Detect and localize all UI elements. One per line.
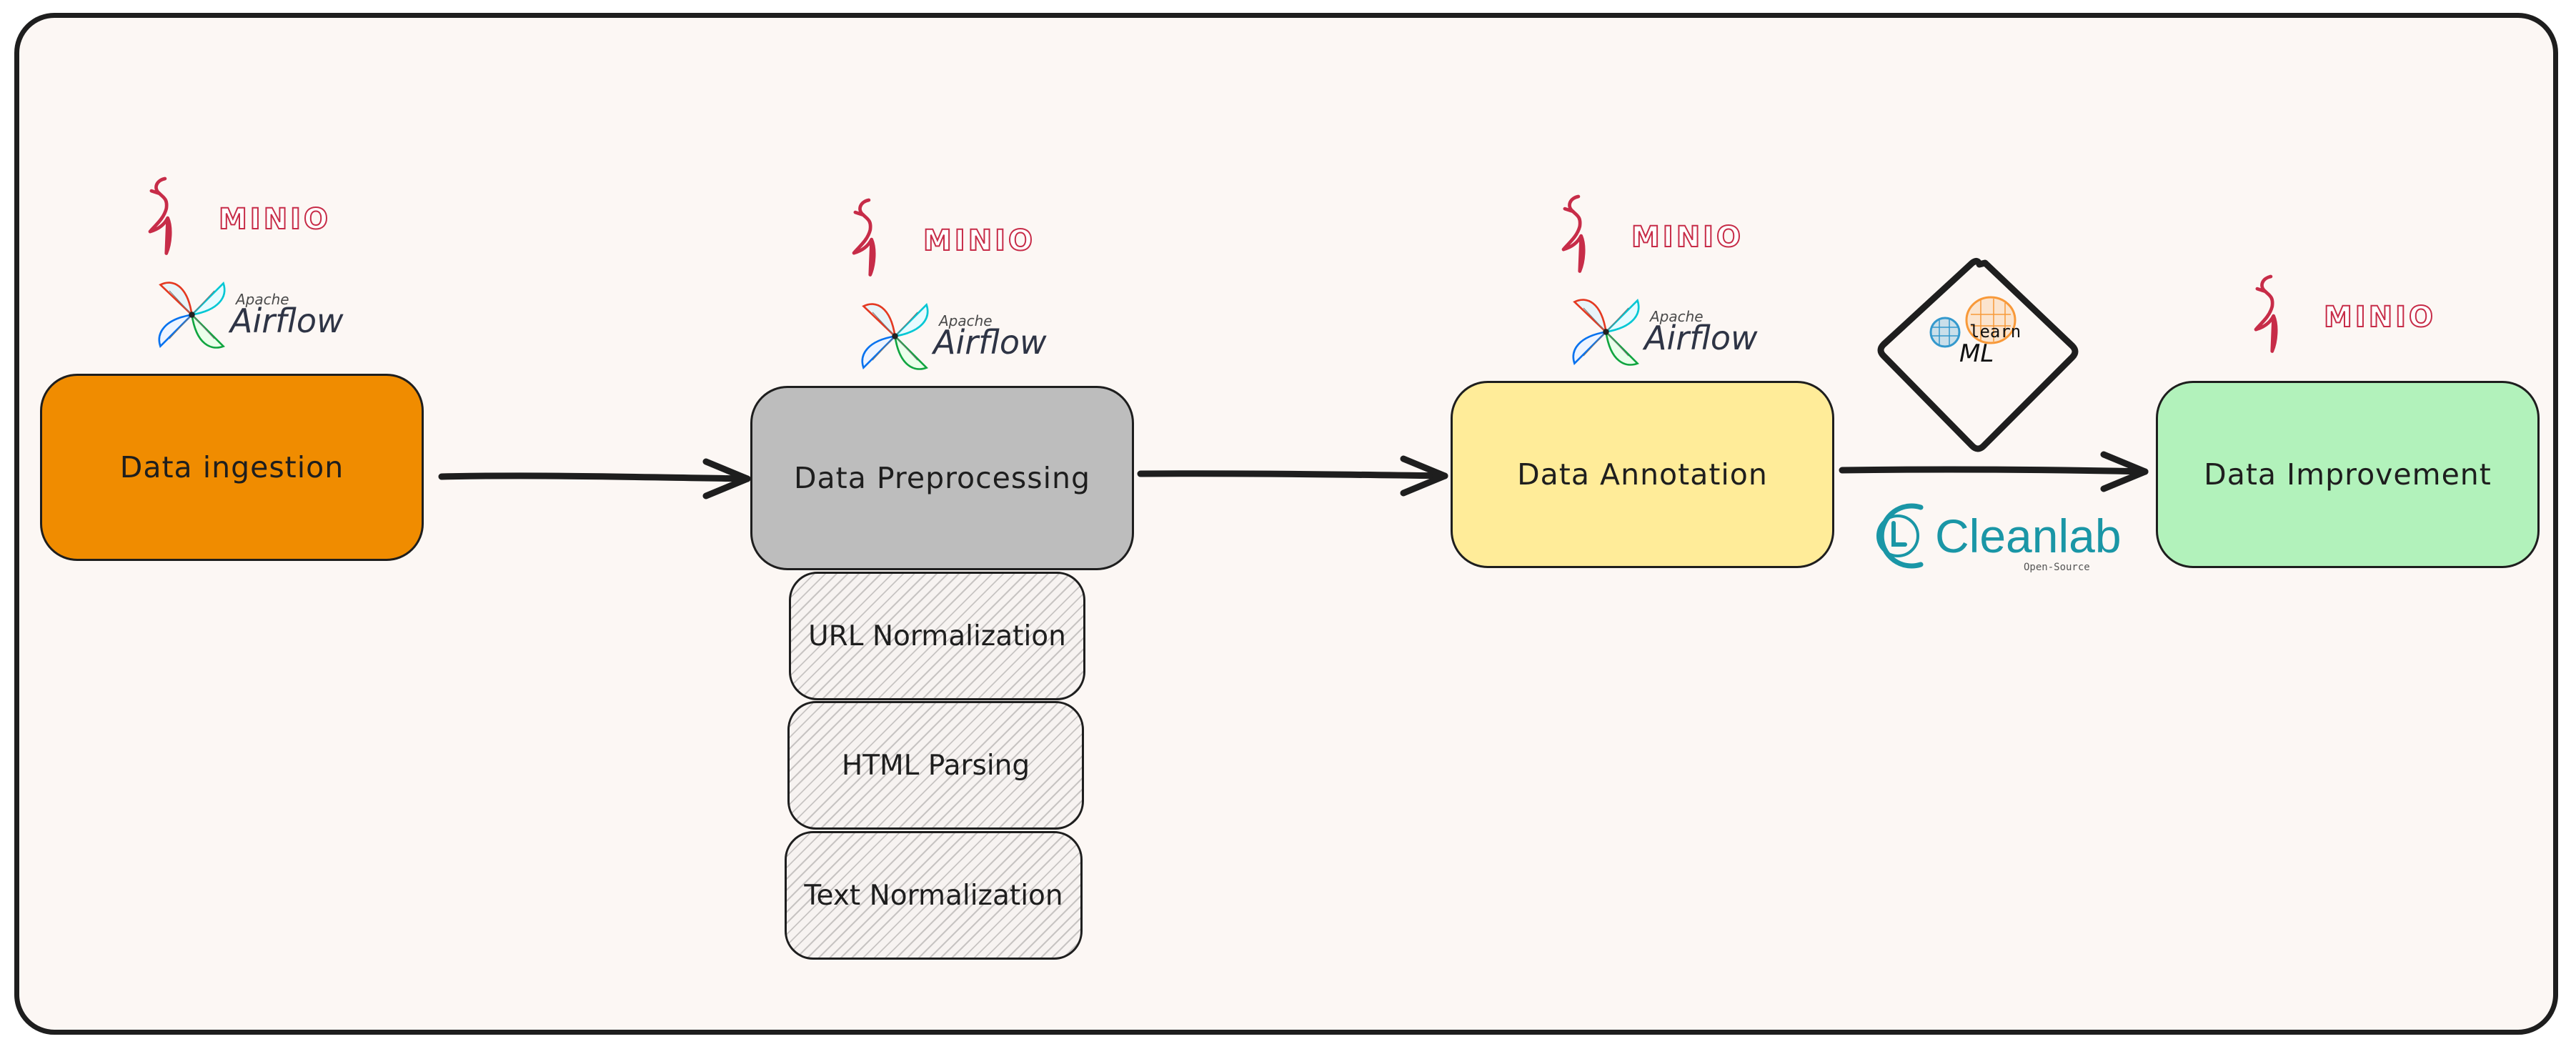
apache-label-annotation: Apache — [1650, 308, 1704, 325]
arrow-ingestion-to-preprocessing — [438, 458, 751, 499]
minio-wordmark-annotation: MINIO — [1631, 220, 1744, 254]
node-data-annotation-label: Data Annotation — [1517, 457, 1768, 492]
arrow-preprocessing-to-annotation — [1137, 455, 1448, 497]
airflow-wordmark-ingestion: Airflow — [230, 302, 344, 340]
airflow-logo-ingestion — [158, 282, 226, 349]
arrow-annotation-to-improvement — [1839, 451, 2149, 492]
airflow-logo-preprocessing — [861, 303, 929, 370]
minio-logo-ingestion — [150, 179, 170, 254]
minio-wordmark-ingestion: MINIO — [218, 202, 332, 237]
node-data-improvement-label: Data Improvement — [2204, 457, 2492, 492]
sklearn-ml-diamond — [1877, 257, 2079, 452]
sklearn-ml-label: ML — [1959, 339, 1994, 368]
minio-logo-preprocessing — [854, 200, 874, 275]
airflow-logo-annotation — [1572, 299, 1640, 366]
apache-label-ingestion: Apache — [236, 291, 289, 308]
node-data-ingestion[interactable]: Data ingestion — [40, 374, 424, 561]
cleanlab-open-source-tag: Open-Source — [2024, 562, 2090, 573]
airflow-wordmark-preprocessing: Airflow — [933, 323, 1047, 362]
step-url-normalization[interactable]: URL Normalization — [789, 572, 1085, 700]
minio-logo-improvement — [2256, 277, 2276, 352]
node-data-preprocessing-label: Data Preprocessing — [793, 461, 1091, 495]
cleanlab-wordmark: Cleanlab — [1935, 509, 2122, 562]
cleanlab-icon — [1876, 503, 1924, 569]
airflow-wordmark-annotation: Airflow — [1644, 319, 1758, 357]
sklearn-learn-label: learn — [1969, 322, 2021, 342]
node-data-improvement[interactable]: Data Improvement — [2156, 381, 2540, 568]
step-text-normalization-label: Text Normalization — [804, 879, 1063, 912]
step-url-normalization-label: URL Normalization — [808, 620, 1066, 652]
step-html-parsing[interactable]: HTML Parsing — [787, 701, 1084, 830]
node-data-preprocessing[interactable]: Data Preprocessing — [750, 386, 1134, 570]
minio-logo-annotation — [1563, 197, 1583, 272]
minio-wordmark-preprocessing: MINIO — [923, 224, 1036, 258]
apache-label-preprocessing: Apache — [939, 312, 993, 329]
step-html-parsing-label: HTML Parsing — [841, 749, 1030, 782]
step-text-normalization[interactable]: Text Normalization — [785, 831, 1083, 960]
minio-wordmark-improvement: MINIO — [2323, 300, 2437, 334]
node-data-annotation[interactable]: Data Annotation — [1451, 381, 1834, 568]
diagram-frame — [14, 13, 2558, 1035]
node-data-ingestion-label: Data ingestion — [119, 450, 344, 484]
